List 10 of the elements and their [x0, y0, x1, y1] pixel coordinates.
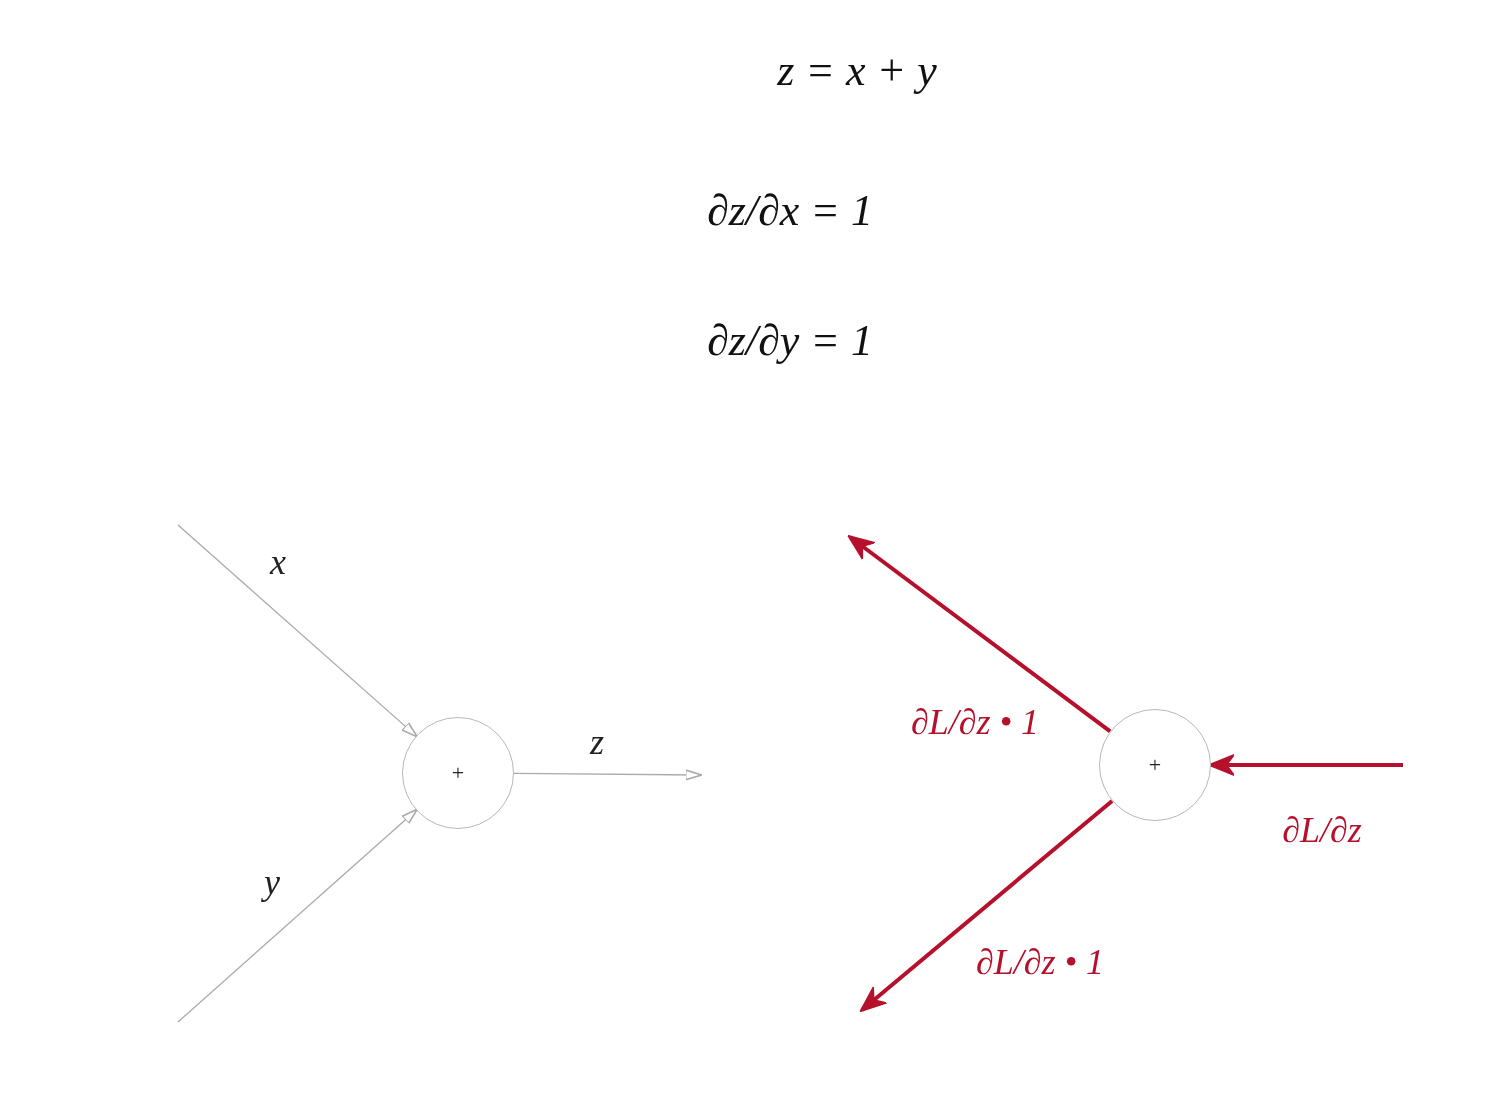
formula: z = x + y	[777, 44, 937, 96]
sum-node: +	[402, 717, 514, 829]
arrow	[177, 524, 419, 738]
arrow	[859, 799, 1114, 1013]
arrow	[177, 808, 419, 1023]
formula: ∂z/∂y = 1	[706, 314, 874, 366]
formula: ∂z/∂x = 1	[706, 184, 874, 236]
arrow	[847, 534, 1112, 734]
sum-node: +	[1099, 709, 1211, 821]
arrow	[513, 769, 703, 781]
